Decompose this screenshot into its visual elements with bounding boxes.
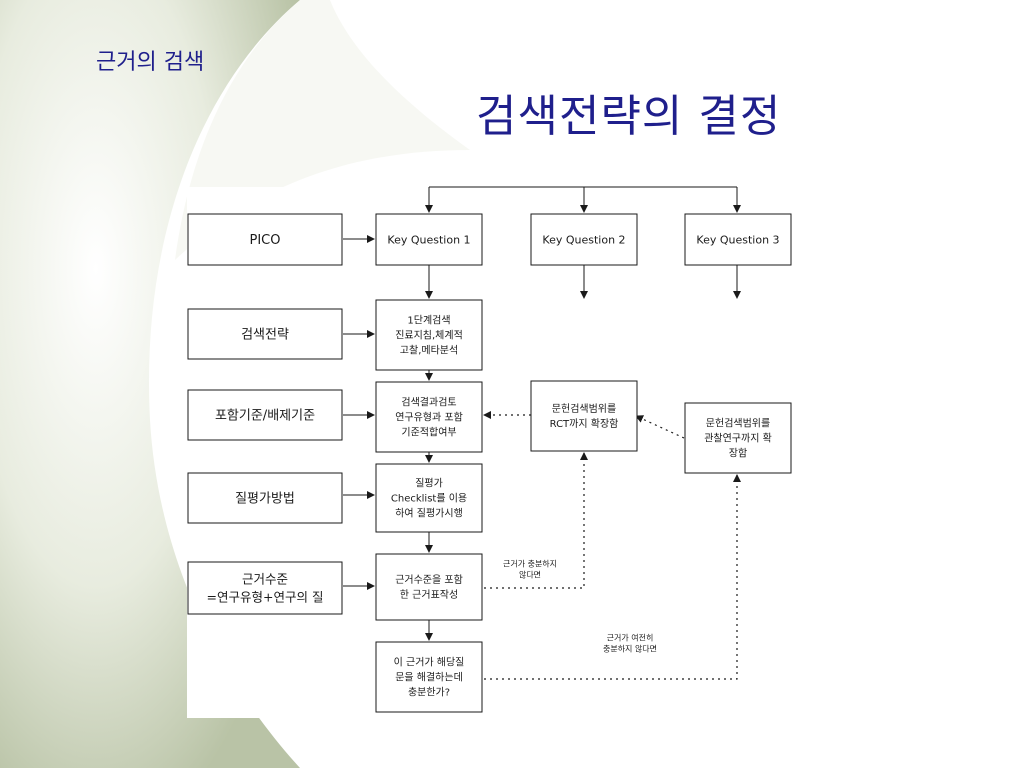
node-inclusion-criteria-label: 포함기준/배제기준 [215, 409, 315, 424]
node-kq3 [684, 213, 792, 266]
node-kq1 [375, 213, 483, 266]
node-sufficiency-check [375, 641, 483, 713]
node-inclusion-criteria [187, 389, 343, 441]
node-pico-label: PICO [250, 233, 281, 248]
node-expand-rct-label: 문헌검색범위를 RCT까지 확장함 [550, 402, 619, 430]
node-pico [187, 213, 343, 266]
node-kq3-label: Key Question 3 [696, 233, 779, 246]
node-review-results [375, 381, 483, 453]
node-quality-assessment [375, 463, 483, 533]
node-label-line: PICO [250, 233, 281, 248]
edge-label-line: 않다면 [519, 569, 541, 579]
node-label-line: 근거수준 [242, 572, 288, 587]
node-expand-rct [530, 380, 638, 452]
node-label-line: 진료지침,체계적 [395, 330, 463, 342]
node-label-line: 문을 해결하는데 [395, 671, 463, 684]
node-kq1-label: Key Question 1 [387, 233, 470, 246]
background-swoosh [0, 0, 300, 768]
node-label-line: 기준적합여부 [401, 427, 456, 439]
node-expand-observational [684, 402, 792, 474]
edge-label-line: 충분하지 않다면 [603, 643, 657, 653]
nodes [187, 213, 792, 713]
node-label-line: 문헌검색범위를 [706, 417, 770, 430]
node-label-line: 연구유형과 포함 [395, 412, 463, 424]
node-label-line: 문헌검색범위를 [552, 402, 616, 415]
node-label-line: 질평가방법 [235, 492, 295, 507]
edge-label-line: 근거가 여전히 [607, 632, 654, 642]
node-label-line: Key Question 3 [696, 233, 779, 246]
node-label-line: 충분한가? [408, 687, 450, 699]
node-labels: PICO 검색전략 포함기준/배제기준 질평가방법 근거수준 =연구유형+연구의 … [207, 233, 780, 698]
slide-title: 검색전략의 결정 [476, 91, 782, 142]
node-label-line: 검색전략 [241, 328, 289, 343]
node-search-strategy [187, 308, 343, 360]
node-label-line: 포함기준/배제기준 [215, 409, 315, 424]
node-label-line: 한 근거표작성 [400, 589, 458, 601]
dotted-connectors [483, 411, 741, 680]
node-step1-search [375, 299, 483, 371]
dotted-arrow-sufficiency-to-expand-observational [484, 474, 741, 680]
node-label-line: 검색결과검토 [401, 397, 456, 409]
node-label-line: 하여 질평가시행 [395, 507, 463, 520]
node-evidence-table [375, 553, 483, 621]
node-label-line: RCT까지 확장함 [550, 418, 619, 430]
node-evidence-level [187, 561, 343, 615]
node-label-line: 관찰연구까지 확 [704, 433, 772, 445]
node-search-strategy-label: 검색전략 [241, 328, 289, 343]
node-label-line: 장함 [729, 448, 747, 460]
node-label-line: Key Question 2 [542, 233, 625, 246]
node-quality-method [187, 472, 343, 524]
connectors [343, 186, 741, 641]
node-label-line: Checklist를 이용 [391, 493, 467, 505]
node-kq2-label: Key Question 2 [542, 233, 625, 246]
node-kq2 [530, 213, 638, 266]
edge-label-line: 근거가 충분하지 [503, 558, 557, 568]
node-label-line: Key Question 1 [387, 233, 470, 246]
node-label-line: 이 근거가 해당질 [394, 656, 465, 669]
node-label-line: 근거수준을 포함 [395, 574, 463, 586]
node-label-line: 질평가 [415, 478, 443, 490]
node-quality-method-label: 질평가방법 [235, 492, 295, 507]
node-label-line: =연구유형+연구의 질 [207, 590, 324, 605]
node-label-line: 1단계검색 [407, 315, 450, 327]
section-label: 근거의 검색 [96, 50, 205, 75]
node-label-line: 고찰,메타분석 [400, 345, 458, 357]
node-evidence-level-label: 근거수준 =연구유형+연구의 질 [207, 572, 324, 605]
